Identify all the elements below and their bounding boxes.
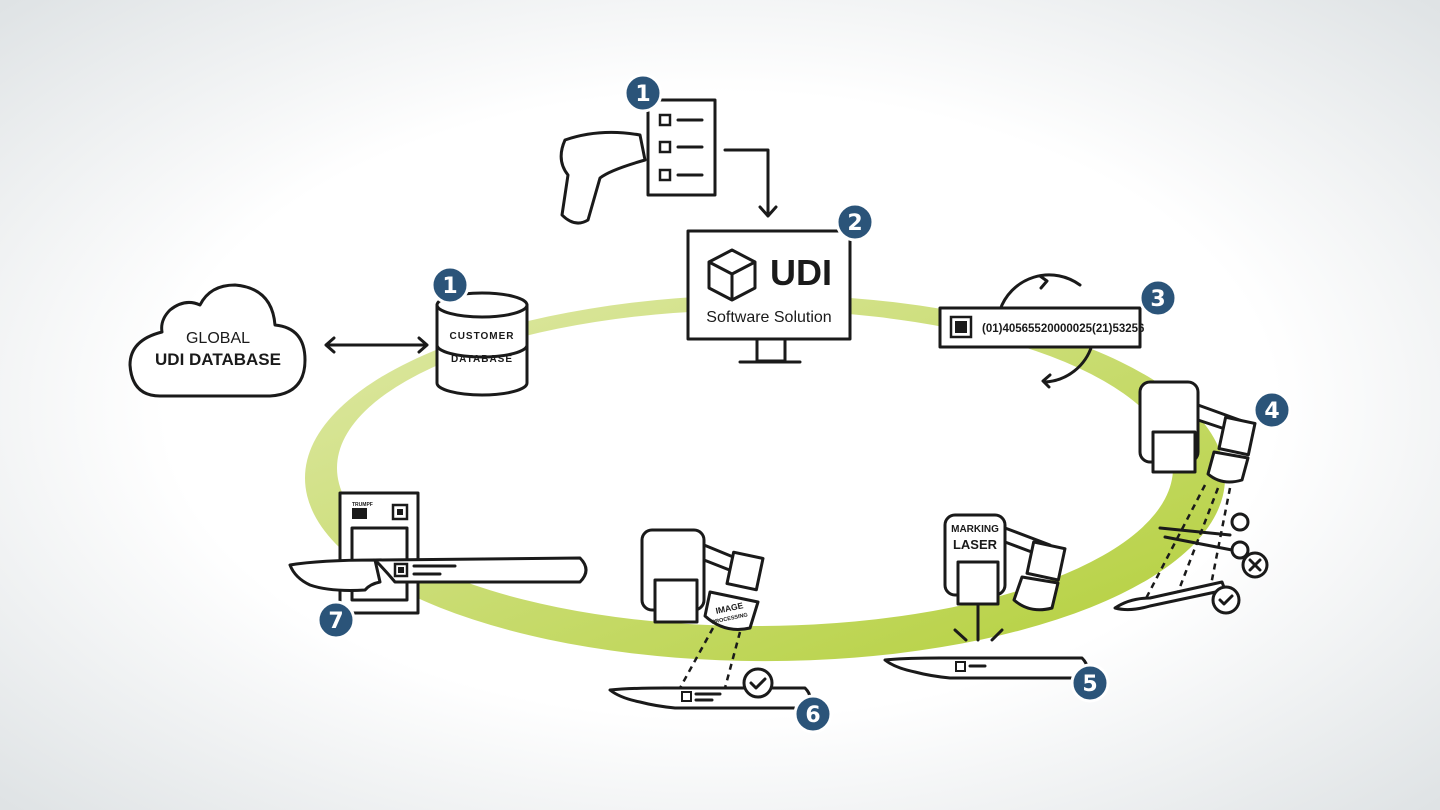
svg-text:2: 2 bbox=[847, 211, 862, 236]
arrow-to-software bbox=[723, 148, 778, 218]
cube-icon bbox=[707, 248, 757, 302]
reject-icon bbox=[1241, 551, 1269, 579]
scissors-icon bbox=[1158, 512, 1250, 560]
software-subtitle: Software Solution bbox=[706, 309, 831, 326]
customer-label: CUSTOMER bbox=[449, 331, 514, 342]
udi-database-label: UDI DATABASE bbox=[155, 350, 281, 369]
step-badge-1-scan: 1 bbox=[623, 73, 663, 113]
udi-code-label: (01)40565520000025(21)53256 bbox=[938, 306, 1144, 349]
checklist-icon bbox=[646, 98, 717, 197]
svg-text:1: 1 bbox=[442, 274, 457, 299]
global-label: GLOBAL bbox=[186, 330, 250, 347]
trumpf-machine: TRUMPF bbox=[338, 491, 420, 615]
step-badge-5: 5 bbox=[1070, 663, 1110, 703]
step-badge-6: 6 bbox=[793, 694, 833, 734]
step-badge-3: 3 bbox=[1138, 278, 1178, 318]
double-arrow-icon bbox=[324, 336, 429, 354]
check-icon bbox=[742, 667, 774, 699]
step-badge-1-database: 1 bbox=[430, 265, 470, 305]
customer-database-icon: CUSTOMER DATABASE bbox=[435, 291, 529, 397]
marking-label: MARKING bbox=[951, 524, 999, 535]
laser-label: LASER bbox=[953, 537, 998, 552]
software-monitor: UDI Software Solution bbox=[686, 229, 852, 364]
svg-text:6: 6 bbox=[805, 703, 820, 728]
step-badge-4: 4 bbox=[1252, 390, 1292, 430]
marking-laser-device: MARKING LASER bbox=[943, 513, 1067, 642]
trumpf-logo: TRUMPF bbox=[352, 502, 373, 508]
scalpel-final bbox=[288, 556, 588, 592]
udi-code-value: (01)40565520000025(21)53256 bbox=[982, 323, 1144, 335]
svg-text:7: 7 bbox=[328, 609, 343, 634]
cloud-icon: GLOBAL UDI DATABASE bbox=[128, 283, 307, 398]
svg-text:5: 5 bbox=[1082, 672, 1097, 697]
svg-text:4: 4 bbox=[1264, 399, 1279, 424]
udi-title: UDI bbox=[770, 252, 832, 293]
refresh-cycle-icon bbox=[998, 273, 1094, 389]
svg-text:3: 3 bbox=[1150, 287, 1165, 312]
image-processing-device: IMAGE PROCESSING bbox=[640, 528, 765, 689]
step-badge-7: 7 bbox=[316, 600, 356, 640]
laser-cutting-device bbox=[1138, 380, 1257, 611]
scalpel-marked bbox=[883, 656, 1089, 680]
accept-icon bbox=[1211, 585, 1241, 615]
svg-text:1: 1 bbox=[635, 82, 650, 107]
database-label: DATABASE bbox=[451, 354, 513, 365]
step-badge-2: 2 bbox=[835, 202, 875, 242]
